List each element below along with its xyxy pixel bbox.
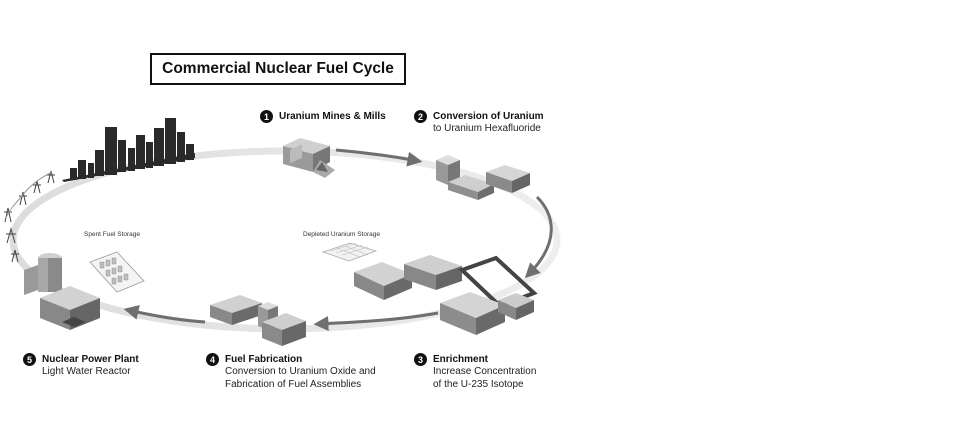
- uranium-mines-mills-icon: [283, 138, 335, 178]
- city-skyline-icon: [62, 118, 195, 182]
- arrow-mines-to-conversion: [335, 148, 423, 167]
- depleted-uranium-storage-icon: [321, 242, 412, 300]
- stage-2-conversion: 2 Conversion of Uranium to Uranium Hexafl…: [414, 110, 544, 136]
- enrichment-plant-icon: [404, 255, 538, 335]
- stage-5-nuclear-power-plant: 5 Nuclear Power Plant Light Water Reactor: [23, 353, 139, 379]
- stage-number-badge: 1: [260, 110, 273, 123]
- spent-fuel-storage-label: Spent Fuel Storage: [84, 231, 141, 238]
- depleted-uranium-storage-label: Depleted Uranium Storage: [303, 231, 380, 238]
- arrow-enrichment-to-fabrication: [313, 311, 439, 331]
- title-box: Commercial Nuclear Fuel Cycle: [150, 53, 406, 85]
- diagram-title: Commercial Nuclear Fuel Cycle: [162, 60, 394, 77]
- conversion-plant-icon: [436, 155, 530, 200]
- stage-name: Fuel Fabrication: [225, 354, 303, 365]
- stage-name: Enrichment: [433, 354, 489, 365]
- stage-name: Nuclear Power Plant: [42, 354, 139, 365]
- stage-name: Conversion of Uranium: [433, 111, 544, 122]
- arrow-fabrication-to-powerplant: [123, 305, 206, 324]
- stage-3-enrichment: 3 Enrichment Increase Concentration of th…: [414, 353, 536, 391]
- stage-number-badge: 4: [206, 353, 219, 366]
- arrow-conversion-to-enrichment: [524, 195, 553, 279]
- stage-number-badge: 2: [414, 110, 427, 123]
- stage-name: Uranium Mines & Mills: [279, 111, 386, 122]
- stage-description-line: to Uranium Hexafluoride: [433, 123, 541, 134]
- nuclear-power-plant-icon: [24, 253, 100, 330]
- stage-number-badge: 3: [414, 353, 427, 366]
- stage-1-uranium-mines: 1 Uranium Mines & Mills: [260, 110, 386, 123]
- spent-fuel-storage-icon: [89, 251, 145, 293]
- stage-description-line: Conversion to Uranium Oxide and: [225, 366, 376, 377]
- stage-description-line: Increase Concentration: [433, 366, 537, 377]
- stage-4-fuel-fabrication: 4 Fuel Fabrication Conversion to Uranium …: [206, 353, 376, 391]
- stage-description-line: Light Water Reactor: [42, 366, 131, 377]
- stage-description-line: of the U-235 Isotope: [433, 378, 524, 390]
- power-line-towers-icon: [4, 170, 55, 263]
- fuel-fabrication-plant-icon: [210, 295, 306, 346]
- stage-number-badge: 5: [23, 353, 36, 366]
- stage-description-line: Fabrication of Fuel Assemblies: [225, 378, 362, 390]
